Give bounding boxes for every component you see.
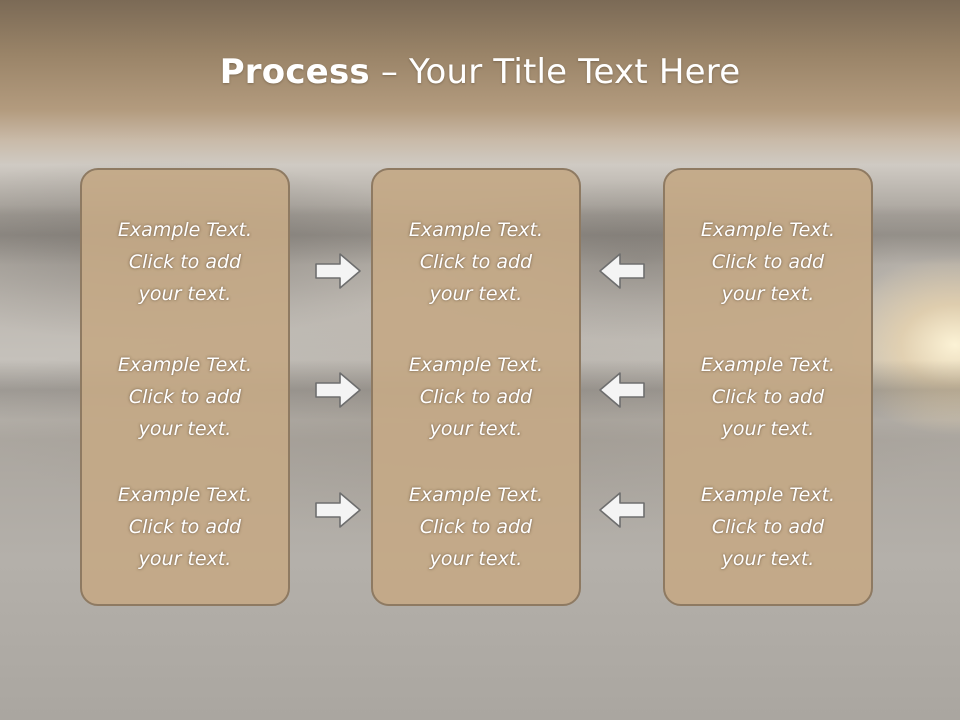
- process-box-left[interactable]: Example Text. Click to add your text. Ex…: [80, 168, 290, 606]
- text-line: Example Text.: [408, 354, 544, 376]
- text-placeholder[interactable]: Example Text. Click to add your text.: [82, 214, 288, 310]
- text-line: your text.: [138, 283, 232, 305]
- arrow-right-icon: [315, 253, 361, 289]
- text-placeholder[interactable]: Example Text. Click to add your text.: [373, 349, 579, 445]
- text-line: your text.: [429, 548, 523, 570]
- text-line: Click to add: [419, 386, 533, 408]
- text-placeholder[interactable]: Example Text. Click to add your text.: [82, 479, 288, 575]
- arrow-right-icon: [315, 492, 361, 528]
- text-line: your text.: [138, 418, 232, 440]
- text-line: Click to add: [711, 251, 825, 273]
- text-line: Click to add: [128, 251, 242, 273]
- text-line: Click to add: [711, 386, 825, 408]
- title-rest: – Your Title Text Here: [369, 52, 741, 92]
- text-placeholder[interactable]: Example Text. Click to add your text.: [373, 214, 579, 310]
- text-line: Click to add: [711, 516, 825, 538]
- text-placeholder[interactable]: Example Text. Click to add your text.: [665, 479, 871, 575]
- text-line: Example Text.: [117, 484, 253, 506]
- arrow-left-icon: [599, 372, 645, 408]
- text-placeholder[interactable]: Example Text. Click to add your text.: [665, 214, 871, 310]
- text-line: your text.: [429, 283, 523, 305]
- text-line: Example Text.: [408, 484, 544, 506]
- text-line: Example Text.: [700, 484, 836, 506]
- arrow-left-icon: [599, 492, 645, 528]
- text-line: Click to add: [419, 251, 533, 273]
- text-line: Example Text.: [700, 219, 836, 241]
- arrow-left-icon: [599, 253, 645, 289]
- process-box-center[interactable]: Example Text. Click to add your text. Ex…: [371, 168, 581, 606]
- text-line: your text.: [138, 548, 232, 570]
- text-line: Example Text.: [117, 219, 253, 241]
- title-bold: Process: [219, 52, 370, 92]
- text-line: Click to add: [419, 516, 533, 538]
- text-placeholder[interactable]: Example Text. Click to add your text.: [665, 349, 871, 445]
- text-line: your text.: [721, 418, 815, 440]
- arrow-right-icon: [315, 372, 361, 408]
- slide-title[interactable]: Process – Your Title Text Here: [0, 52, 960, 92]
- text-line: your text.: [429, 418, 523, 440]
- process-box-right[interactable]: Example Text. Click to add your text. Ex…: [663, 168, 873, 606]
- text-line: your text.: [721, 283, 815, 305]
- text-line: Click to add: [128, 516, 242, 538]
- text-line: your text.: [721, 548, 815, 570]
- text-placeholder[interactable]: Example Text. Click to add your text.: [82, 349, 288, 445]
- text-line: Example Text.: [117, 354, 253, 376]
- text-line: Click to add: [128, 386, 242, 408]
- text-line: Example Text.: [408, 219, 544, 241]
- text-line: Example Text.: [700, 354, 836, 376]
- text-placeholder[interactable]: Example Text. Click to add your text.: [373, 479, 579, 575]
